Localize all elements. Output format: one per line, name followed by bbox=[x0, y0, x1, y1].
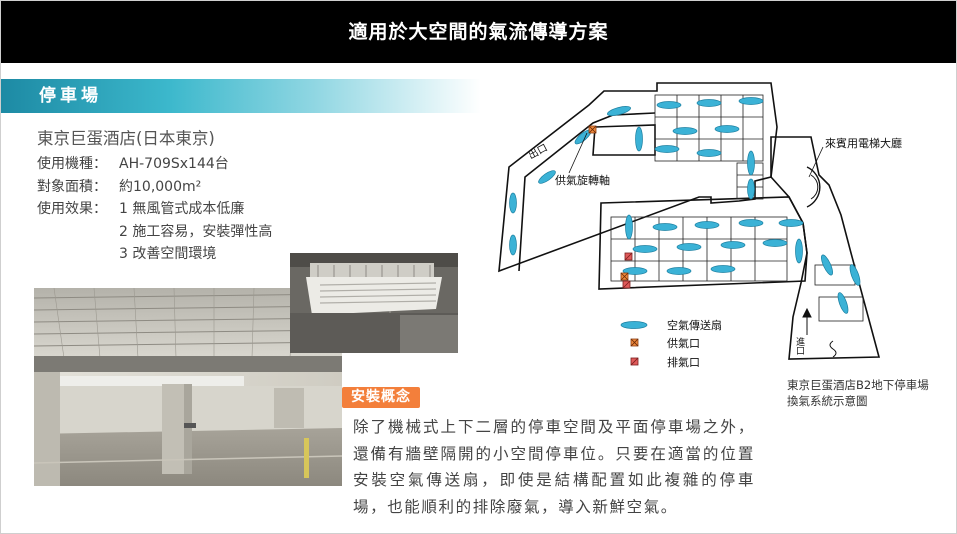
installed-fan-photo bbox=[290, 253, 458, 353]
effect-item-1: 1 無風管式成本低廉 bbox=[119, 201, 245, 217]
section-title: 停車場 bbox=[39, 86, 102, 106]
effect-label: 使用效果： bbox=[37, 201, 107, 217]
floor-plan-diagram: 出口 供氣旋轉軸 來賓用電梯大廳 進口 空氣傳送扇 供氣口 排氣口 bbox=[489, 77, 955, 497]
concept-tag: 安裝概念 bbox=[342, 387, 420, 408]
legend-fan-label: 空氣傳送扇 bbox=[667, 318, 722, 332]
hotel-name: 東京巨蛋酒店(日本東京) bbox=[37, 129, 215, 148]
model-value: AH-709Sx144台 bbox=[119, 156, 229, 172]
model-label: 使用機種： bbox=[37, 156, 107, 172]
section-header: 停車場 bbox=[1, 79, 481, 113]
caption-line-1: 東京巨蛋酒店B2地下停車場 bbox=[787, 378, 929, 392]
banner-title: 適用於大空間的氣流傳導方案 bbox=[1, 1, 956, 63]
effect-row: 使用效果： 1 無風管式成本低廉 bbox=[37, 198, 272, 221]
shaft-label: 供氣旋轉軸 bbox=[555, 173, 610, 187]
effect-item-2: 2 施工容易，安裝彈性高 bbox=[119, 223, 273, 240]
area-value: 約10,000m² bbox=[119, 178, 202, 195]
case-info: 東京巨蛋酒店(日本東京) 使用機種： AH-709Sx144台 對象面積： 約10,… bbox=[37, 125, 272, 266]
legend-supply-label: 供氣口 bbox=[667, 336, 700, 350]
diagram-caption: 東京巨蛋酒店B2地下停車場 換氣系統示意圖 bbox=[787, 377, 929, 409]
area-row: 對象面積： 約10,000m² bbox=[37, 176, 272, 199]
legend-exhaust-label: 排氣口 bbox=[667, 355, 700, 369]
concept-text: 除了機械式上下二層的停車空間及平面停車場之外，還備有牆壁隔開的小空間停車位。只要… bbox=[353, 418, 755, 516]
entrance-label: 進口 bbox=[794, 336, 805, 355]
lobby-label: 來賓用電梯大廳 bbox=[825, 136, 902, 150]
model-row: 使用機種： AH-709Sx144台 bbox=[37, 153, 272, 176]
caption-line-2: 換氣系統示意圖 bbox=[787, 394, 868, 408]
effect-item-3: 3 改善空間環境 bbox=[119, 246, 217, 262]
area-label: 對象面積： bbox=[37, 178, 107, 195]
